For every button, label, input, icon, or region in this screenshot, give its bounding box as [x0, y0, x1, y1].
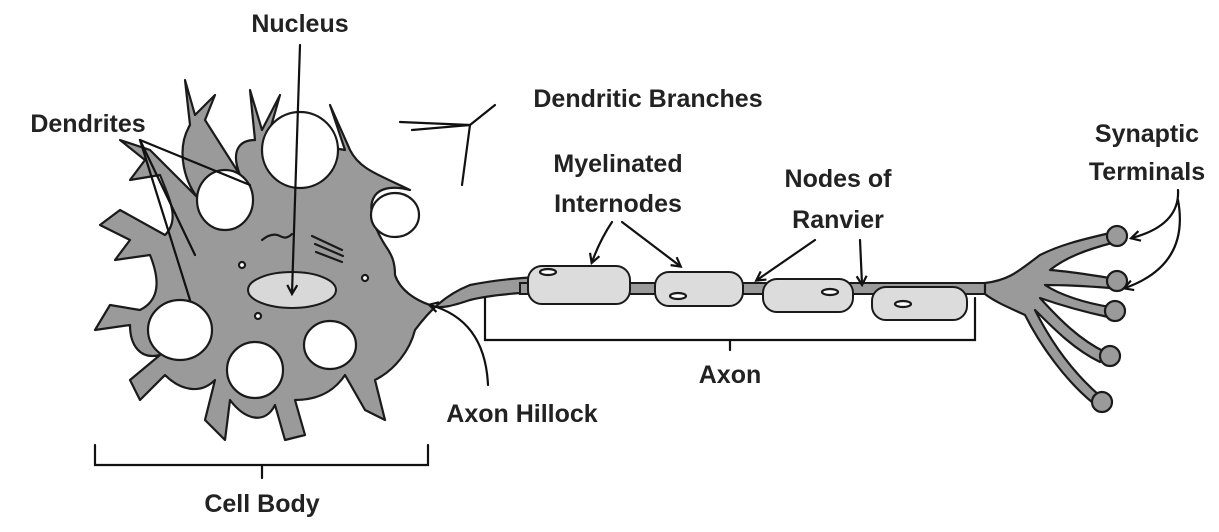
label-cell-body: Cell Body — [204, 490, 319, 518]
label-axon-hillock: Axon Hillock — [446, 400, 598, 428]
myelin-internode — [655, 272, 743, 306]
myelin-arrow-1 — [592, 222, 612, 262]
label-nodes-line2: Ranvier — [792, 206, 884, 234]
dendritic-branches-pointer — [400, 105, 495, 185]
node-arrow-1 — [757, 240, 815, 280]
label-dendritic-branches: Dendritic Branches — [533, 85, 762, 113]
label-myelinated-line1: Myelinated — [553, 150, 682, 178]
cell-body-bracket — [95, 445, 428, 478]
myelin-internode — [872, 287, 967, 320]
label-nucleus: Nucleus — [251, 10, 348, 38]
myelin-arrow-2 — [622, 222, 680, 266]
myelin-internode — [763, 279, 853, 312]
synaptic-arrow-1 — [1132, 190, 1178, 238]
node-arrow-2 — [860, 240, 862, 284]
label-synaptic-line2: Terminals — [1089, 158, 1205, 186]
cell-body-shape — [95, 80, 540, 440]
axon-hillock-arrow — [430, 305, 488, 385]
label-nodes-line1: Nodes of — [785, 165, 893, 193]
axon-shape — [520, 266, 990, 320]
label-axon: Axon — [699, 361, 762, 389]
synaptic-terminals-shape — [985, 226, 1127, 412]
label-synaptic-line1: Synaptic — [1095, 120, 1199, 148]
label-dendrites: Dendrites — [30, 110, 145, 138]
label-myelinated-line2: Internodes — [554, 190, 682, 218]
